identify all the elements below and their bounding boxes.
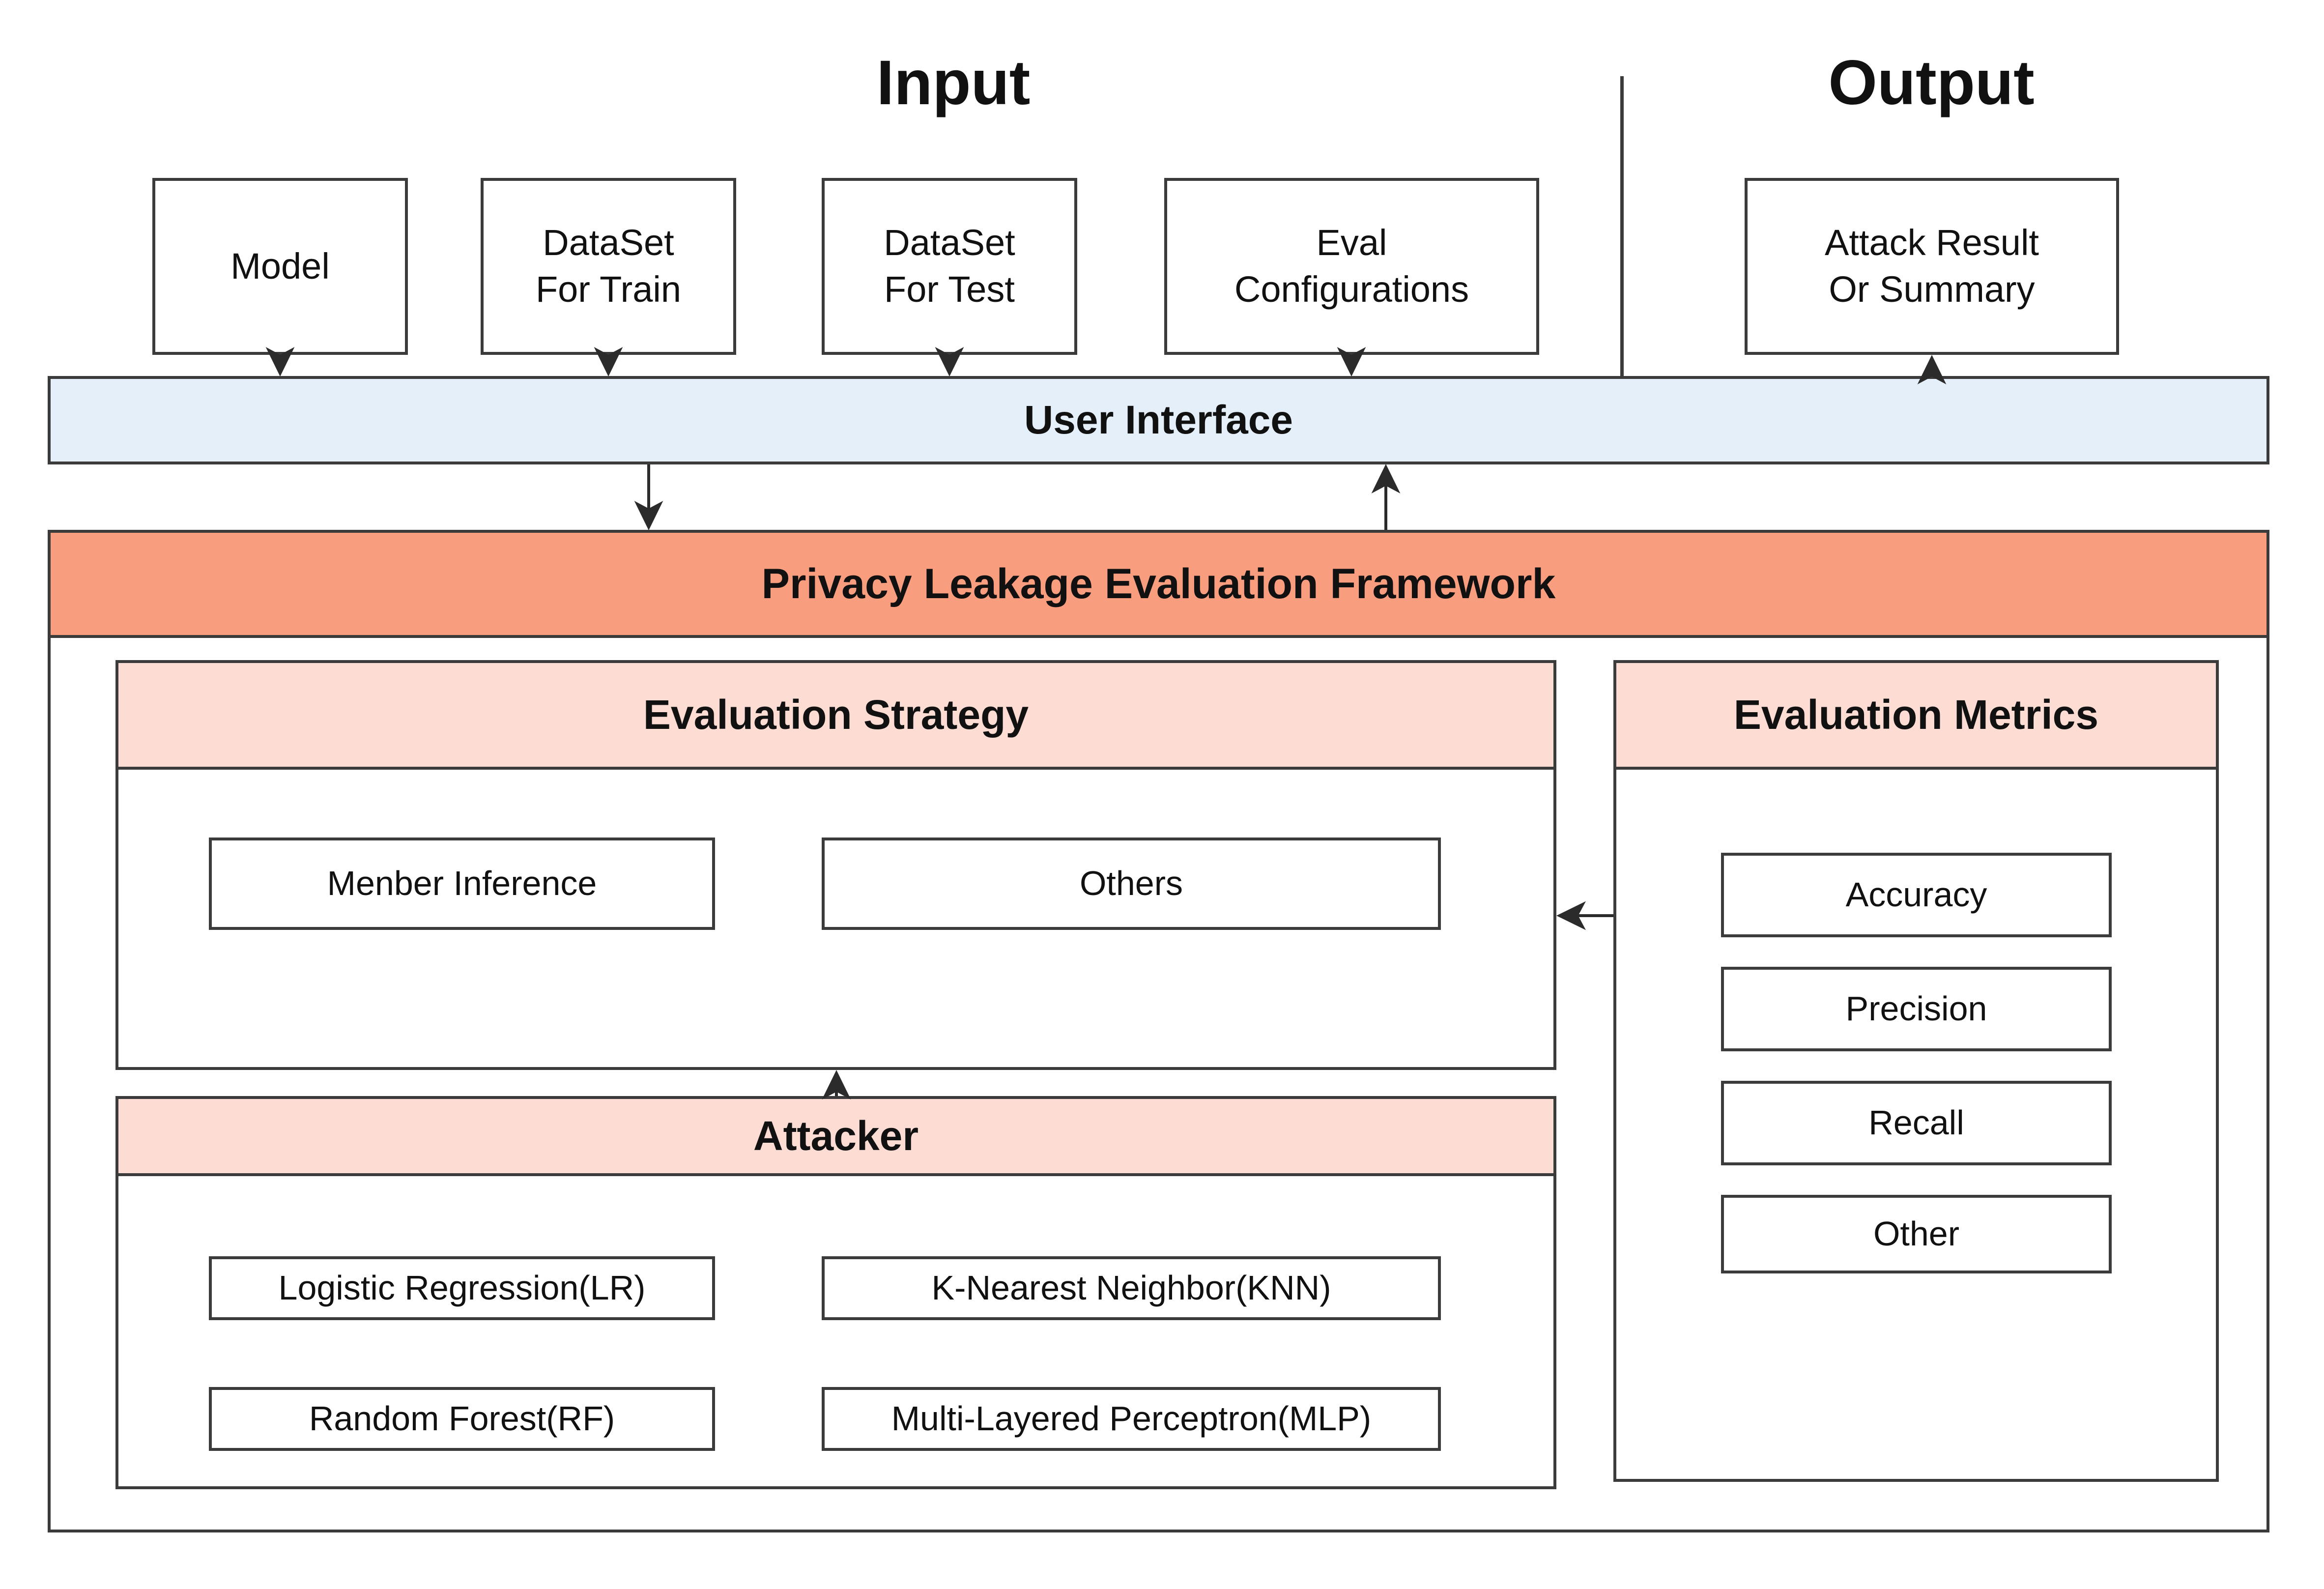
user-interface-label: User Interface — [1024, 398, 1293, 442]
strategy-item-label: Menber Inference — [327, 864, 597, 903]
attacker-item-multi-layered-perceptron[interactable]: Multi-Layered Perceptron(MLP) — [822, 1387, 1441, 1451]
attacker-item-label: K-Nearest Neighbor(KNN) — [931, 1269, 1331, 1307]
metric-item-accuracy[interactable]: Accuracy — [1721, 853, 2112, 937]
output-box-label: Attack Result Or Summary — [1825, 222, 2039, 310]
output-box-attack-result[interactable]: Attack Result Or Summary — [1745, 178, 2119, 355]
framework-bar[interactable]: Privacy Leakage Evaluation Framework — [48, 530, 2269, 638]
input-output-divider — [1620, 76, 1624, 376]
input-box-dataset-for-train[interactable]: DataSet For Train — [481, 178, 736, 355]
attacker-item-label: Logistic Regression(LR) — [278, 1269, 646, 1307]
attacker-item-label: Multi-Layered Perceptron(MLP) — [891, 1399, 1372, 1438]
framework-label: Privacy Leakage Evaluation Framework — [761, 560, 1556, 607]
attacker-item-logistic-regression[interactable]: Logistic Regression(LR) — [209, 1256, 715, 1320]
input-box-label: DataSet For Train — [535, 222, 682, 310]
attacker-header: Attacker — [115, 1096, 1556, 1176]
input-section-title: Input — [876, 48, 1031, 118]
metric-item-label: Recall — [1868, 1103, 1964, 1142]
attacker-item-label: Random Forest(RF) — [309, 1399, 615, 1438]
user-interface-bar[interactable]: User Interface — [48, 376, 2269, 464]
attacker-item-random-forest[interactable]: Random Forest(RF) — [209, 1387, 715, 1451]
metric-item-precision[interactable]: Precision — [1721, 967, 2112, 1051]
evaluation-metrics-panel — [1613, 660, 2219, 1482]
strategy-item-member-inference[interactable]: Menber Inference — [209, 838, 715, 930]
output-section-title: Output — [1828, 48, 2035, 118]
evaluation-metrics-title: Evaluation Metrics — [1733, 692, 2099, 738]
input-box-label: Eval Configurations — [1234, 222, 1469, 310]
input-box-eval-configurations[interactable]: Eval Configurations — [1164, 178, 1539, 355]
attacker-item-k-nearest-neighbor[interactable]: K-Nearest Neighbor(KNN) — [822, 1256, 1441, 1320]
evaluation-metrics-header: Evaluation Metrics — [1613, 660, 2219, 770]
evaluation-strategy-header: Evaluation Strategy — [115, 660, 1556, 770]
metric-item-other[interactable]: Other — [1721, 1195, 2112, 1273]
input-box-model[interactable]: Model — [152, 178, 408, 355]
metric-item-label: Other — [1873, 1214, 1960, 1253]
attacker-title: Attacker — [753, 1113, 919, 1159]
input-box-label: DataSet For Test — [884, 222, 1015, 310]
metric-item-label: Accuracy — [1845, 875, 1987, 914]
evaluation-strategy-title: Evaluation Strategy — [643, 692, 1029, 738]
input-box-label: Model — [230, 245, 330, 287]
strategy-item-label: Others — [1079, 864, 1183, 903]
metric-item-label: Precision — [1845, 989, 1987, 1028]
strategy-item-others[interactable]: Others — [822, 838, 1441, 930]
input-box-dataset-for-test[interactable]: DataSet For Test — [822, 178, 1077, 355]
metric-item-recall[interactable]: Recall — [1721, 1081, 2112, 1165]
